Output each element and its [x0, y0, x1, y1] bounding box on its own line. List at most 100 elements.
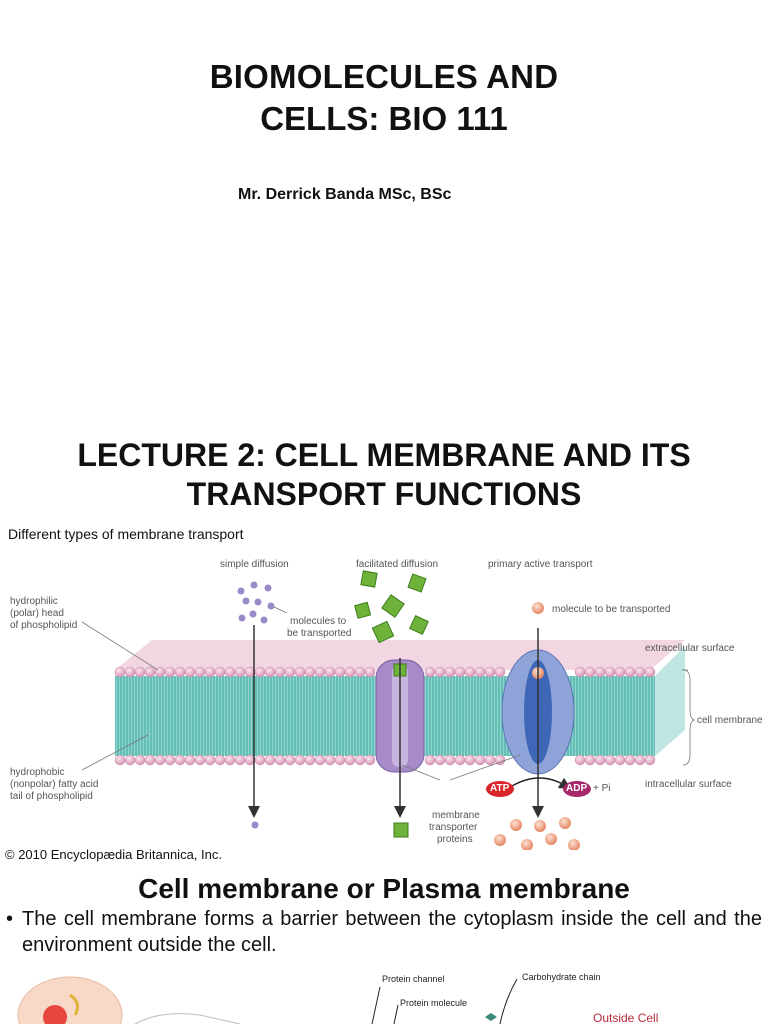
label-atp: ATP [490, 783, 510, 794]
label-simple-diffusion: simple diffusion [220, 559, 289, 570]
phospholipid-head [184, 666, 196, 678]
phospholipid-head [574, 666, 586, 678]
phospholipid-head [424, 666, 436, 678]
phospholipid-head [164, 666, 176, 678]
phospholipid-head [234, 666, 246, 678]
bullet-marker: • [6, 908, 14, 930]
phospholipid-head [134, 754, 146, 766]
phospholipid-head [474, 666, 486, 678]
bottom-cell-figure [17, 976, 518, 1024]
phospholipid-head [114, 754, 126, 766]
label-transporter-3: proteins [437, 834, 473, 845]
phospholipid-head [614, 754, 626, 766]
phospholipid-head [634, 754, 646, 766]
phospholipid-head [494, 666, 506, 678]
label-cell-membrane: cell membrane [697, 715, 763, 726]
bullet-text: The cell membrane forms a barrier betwee… [22, 908, 762, 956]
phospholipid-head [134, 666, 146, 678]
phospholipid-heads-bottom [114, 754, 656, 766]
phospholipid-head [154, 666, 166, 678]
label-carbohydrate-chain: Carbohydrate chain [522, 972, 601, 982]
phospholipid-head [454, 666, 466, 678]
phospholipid-head [184, 754, 196, 766]
phospholipid-head [464, 666, 476, 678]
phospholipid-head [274, 754, 286, 766]
label-molecules-2: be transported [287, 628, 352, 639]
phospholipid-head [254, 666, 266, 678]
atp-badge [486, 781, 514, 797]
phospholipid-head [434, 666, 446, 678]
phospholipid-head [354, 666, 366, 678]
phospholipid-head [124, 666, 136, 678]
simple-diffusion-molecules [237, 581, 275, 829]
lecture-title-line2: TRANSPORT FUNCTIONS [186, 476, 582, 512]
phospholipid-head [484, 754, 496, 766]
phospholipid-head [444, 754, 456, 766]
adp-badge [563, 781, 591, 797]
phospholipid-head [584, 754, 596, 766]
phospholipid-head [344, 666, 356, 678]
label-transporter-2: transporter [429, 822, 478, 833]
atp-hydrolysis-arrow [511, 777, 572, 790]
phospholipid-head [344, 754, 356, 766]
membrane-transport-diagram [81, 570, 696, 850]
phospholipid-head [604, 666, 616, 678]
phospholipid-head [604, 754, 616, 766]
phospholipid-head [124, 754, 136, 766]
phospholipid-head [274, 666, 286, 678]
membrane-side [655, 646, 685, 756]
lecture-title-line1: LECTURE 2: CELL MEMBRANE AND ITS [77, 437, 691, 473]
phospholipid-head [454, 754, 466, 766]
phospholipid-head [144, 754, 156, 766]
phospholipid-head [594, 754, 606, 766]
phospholipid-head [314, 666, 326, 678]
phospholipid-head [434, 754, 446, 766]
phospholipid-head [224, 666, 236, 678]
phospholipid-head [114, 666, 126, 678]
label-hydrophilic-1: hydrophilic [10, 596, 58, 607]
phospholipid-head [174, 666, 186, 678]
label-hydrophilic-3: of phospholipid [10, 620, 78, 631]
phospholipid-head [484, 666, 496, 678]
phospholipid-head [154, 754, 166, 766]
label-hydrophobic-3: tail of phospholipid [10, 791, 93, 802]
phospholipid-head [574, 754, 586, 766]
course-title-line2: CELLS: BIO 111 [260, 100, 508, 137]
phospholipid-head [424, 754, 436, 766]
bullet-paragraph: • The cell membrane forms a barrier betw… [6, 906, 762, 958]
label-extracellular: extracellular surface [645, 643, 735, 654]
phospholipid-head [304, 754, 316, 766]
label-primary-active: primary active transport [488, 559, 593, 570]
phospholipid-head [324, 754, 336, 766]
phospholipid-head [444, 666, 456, 678]
phospholipid-head [144, 666, 156, 678]
phospholipid-head [214, 754, 226, 766]
phospholipid-head [204, 754, 216, 766]
author-name: Mr. Derrick Banda MSc, BSc [238, 186, 452, 203]
label-facilitated-diffusion: facilitated diffusion [356, 559, 439, 570]
phospholipid-head [164, 754, 176, 766]
phospholipid-head [284, 754, 296, 766]
phospholipid-head [334, 754, 346, 766]
phospholipid-head [354, 754, 366, 766]
diagram-title: Different types of membrane transport [8, 526, 244, 542]
phospholipid-head [474, 754, 486, 766]
label-hydrophobic-1: hydrophobic [10, 767, 65, 778]
leader-lines [81, 606, 696, 781]
label-hydrophilic-2: (polar) head [10, 608, 64, 619]
label-intracellular: intracellular surface [645, 779, 732, 790]
label-protein-molecule: Protein molecule [400, 998, 468, 1008]
phospholipid-head [214, 666, 226, 678]
copyright-notice: © 2010 Encyclopædia Britannica, Inc. [5, 847, 222, 862]
phospholipid-head [614, 666, 626, 678]
course-title-line1: BIOMOLECULES AND [209, 58, 559, 95]
phospholipid-head [174, 754, 186, 766]
label-hydrophobic-2: (nonpolar) fatty acid [10, 779, 99, 790]
phospholipid-head [624, 666, 636, 678]
phospholipid-heads-top [114, 666, 656, 678]
label-protein-channel: Protein channel [382, 974, 445, 984]
phospholipid-head [364, 754, 376, 766]
phospholipid-head [364, 666, 376, 678]
phospholipid-head [644, 666, 656, 678]
phospholipid-head [234, 754, 246, 766]
